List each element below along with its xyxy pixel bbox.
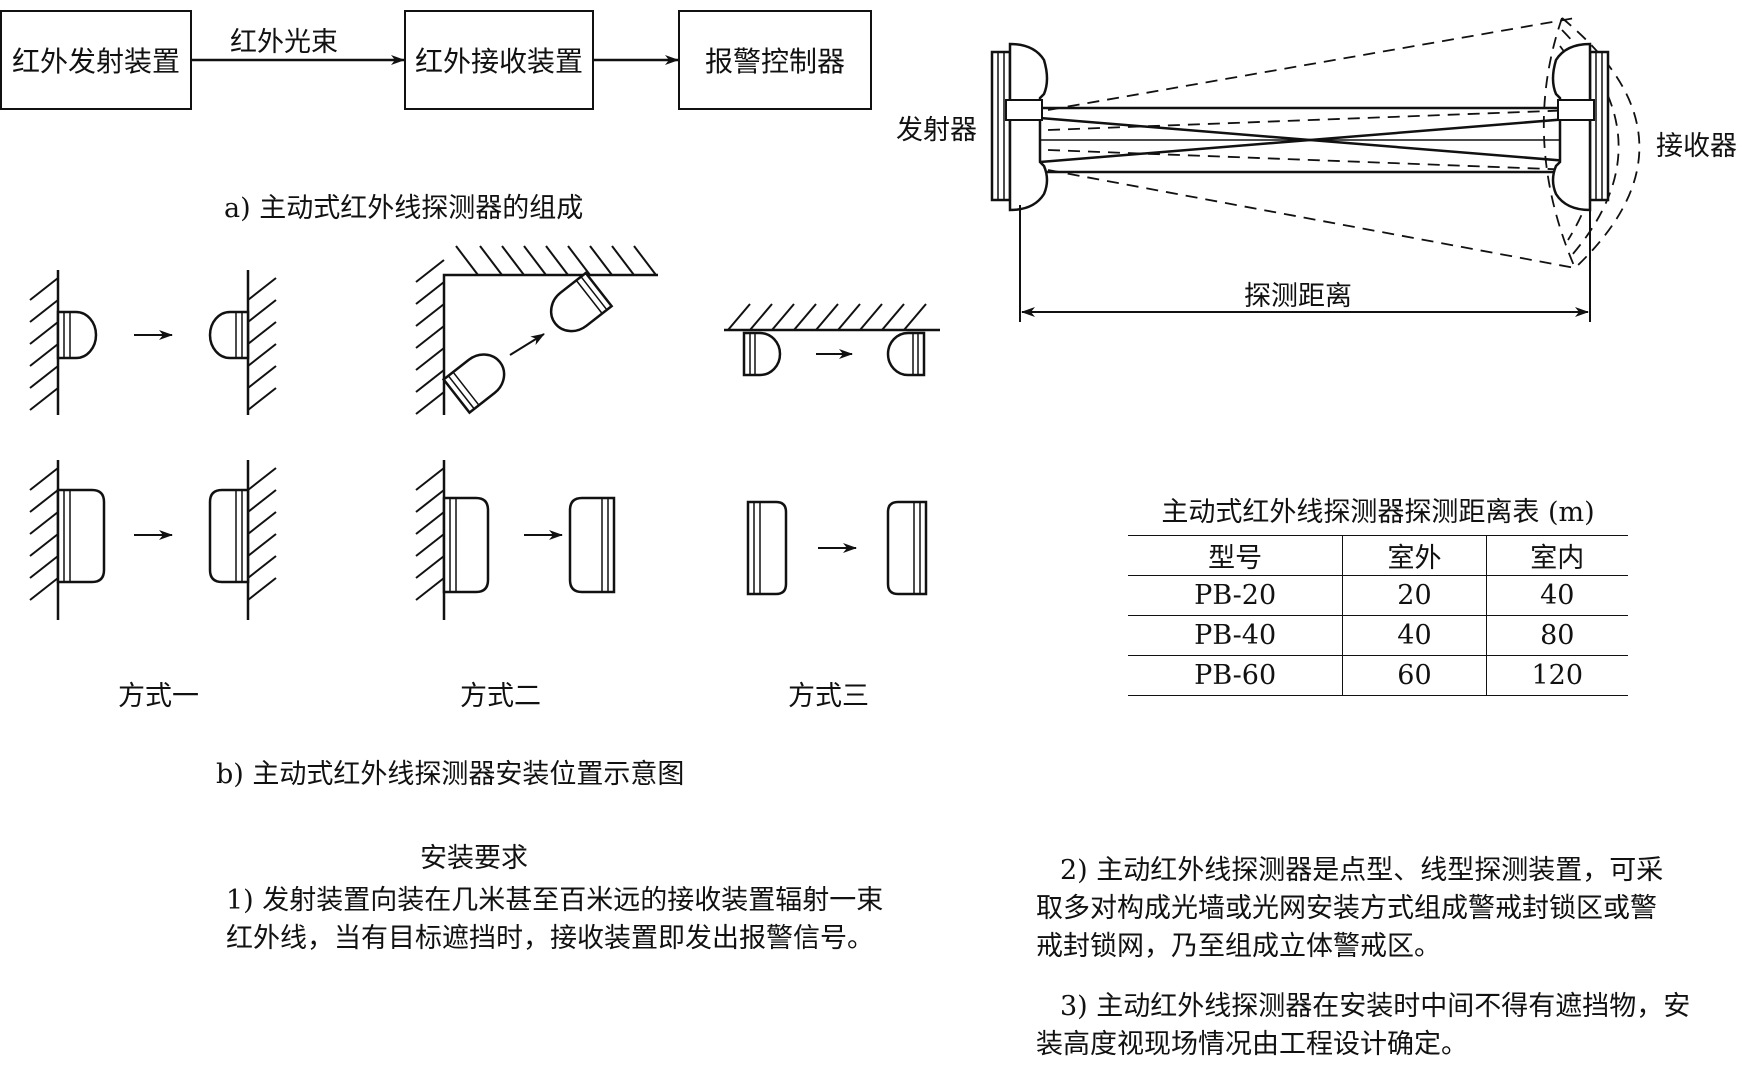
emitter-device-box: 红外发射装置 <box>0 10 192 110</box>
table-title: 主动式红外线探测器探测距离表 (m) <box>1161 497 1595 528</box>
caption-a: a) 主动式红外线探测器的组成 <box>224 193 584 224</box>
header-outdoor: 室外 <box>1342 535 1487 576</box>
table-row: PB-20 20 40 <box>1128 575 1628 616</box>
mode3-top-figure <box>724 303 940 377</box>
range-figure <box>990 17 1641 322</box>
mode1-label: 方式一 <box>118 681 199 712</box>
requirement-1: 1) 发射装置向装在几米甚至百米远的接收装置辐射一束红外线，当有目标遮挡时，接收… <box>226 885 884 954</box>
distance-table: 主动式红外线探测器探测距离表 (m) 型号 室外 室内 PB-20 20 40 … <box>1128 490 1628 696</box>
receiver-device-box: 红外接收装置 <box>404 10 594 110</box>
alarm-controller-box: 报警控制器 <box>678 10 872 110</box>
cell-indoor: 40 <box>1485 575 1628 616</box>
header-model: 型号 <box>1128 535 1343 576</box>
cell-indoor: 80 <box>1485 615 1628 656</box>
cell-model: PB-40 <box>1128 615 1343 656</box>
receiver-label: 接收器 <box>1656 131 1737 162</box>
cell-indoor: 120 <box>1485 655 1628 696</box>
header-indoor: 室内 <box>1485 535 1628 576</box>
cell-model: PB-20 <box>1128 575 1343 616</box>
mode1-top-figure <box>29 270 277 415</box>
requirement-2: 2) 主动红外线探测器是点型、线型探测装置，可采取多对构成光墙或光网安装方式组成… <box>1036 855 1664 962</box>
mode3-label: 方式三 <box>788 681 869 712</box>
distance-table-wrap: 主动式红外线探测器探测距离表 (m) 型号 室外 室内 PB-20 20 40 … <box>1128 490 1628 696</box>
mode3-bottom-figure <box>746 500 928 596</box>
cell-outdoor: 60 <box>1342 655 1487 696</box>
table-header-row: 型号 室外 室内 <box>1128 535 1628 576</box>
beam-label: 红外光束 <box>230 27 338 58</box>
requirement-3: 3) 主动红外线探测器在安装时中间不得有遮挡物，安装高度视现场情况由工程设计确定… <box>1036 991 1691 1060</box>
mode2-top-figure <box>415 245 658 415</box>
caption-b: b) 主动式红外线探测器安装位置示意图 <box>216 759 685 790</box>
table-row: PB-60 60 120 <box>1128 655 1628 696</box>
mode1-bottom-figure <box>29 460 277 620</box>
distance-label: 探测距离 <box>1244 281 1352 312</box>
cell-outdoor: 20 <box>1342 575 1487 616</box>
emitter-label: 发射器 <box>896 115 977 146</box>
mode2-label: 方式二 <box>460 681 541 712</box>
requirements-heading: 安装要求 <box>420 843 528 874</box>
mode2-bottom-figure <box>415 460 616 620</box>
cell-outdoor: 40 <box>1342 615 1487 656</box>
cell-model: PB-60 <box>1128 655 1343 696</box>
table-row: PB-40 40 80 <box>1128 615 1628 656</box>
